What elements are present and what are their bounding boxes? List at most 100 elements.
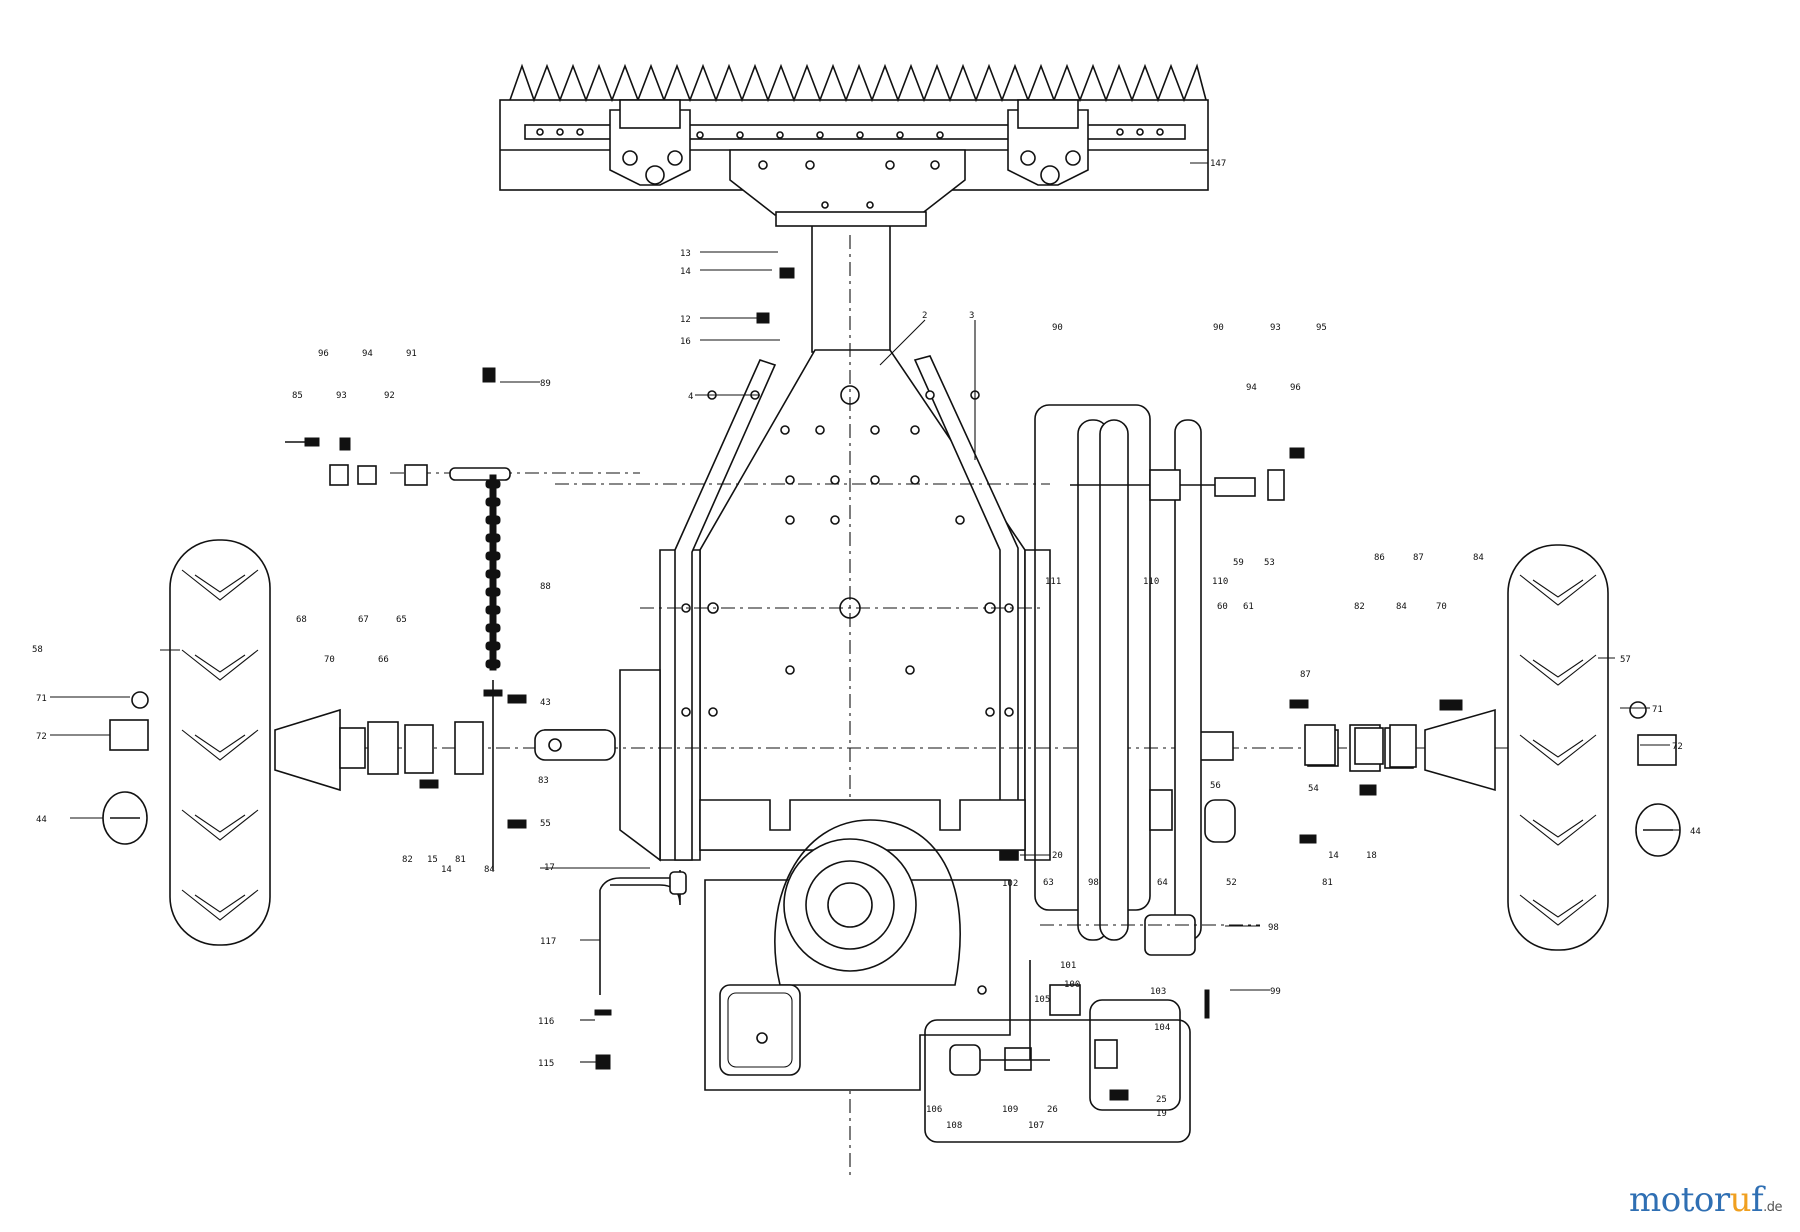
callout-84: 84: [1473, 553, 1484, 563]
callout-43: 43: [540, 698, 551, 708]
cutter-bar: [499, 63, 1209, 216]
callout-91: 91: [406, 349, 417, 359]
callout-117: 117: [540, 937, 556, 947]
callout-111: 111: [1045, 577, 1061, 587]
callout-71: 71: [1652, 705, 1663, 715]
callout-95: 95: [1316, 323, 1327, 333]
callout-110: 110: [1212, 577, 1228, 587]
callout-85: 85: [292, 391, 303, 401]
callout-107: 107: [1028, 1121, 1044, 1131]
callout-100: 100: [1064, 980, 1080, 990]
callout-15: 15: [427, 855, 438, 865]
callout-14: 14: [1328, 851, 1339, 861]
callout-93: 93: [336, 391, 347, 401]
callout-83: 83: [538, 776, 549, 786]
callout-71: 71: [36, 694, 47, 704]
callout-96: 96: [318, 349, 329, 359]
callout-55: 55: [540, 819, 551, 829]
callout-25: 25: [1156, 1095, 1167, 1105]
callout-106: 106: [926, 1105, 942, 1115]
callout-68: 68: [296, 615, 307, 625]
callout-14: 14: [680, 267, 691, 277]
callout-labels: 147 13 14 12 16 2 3 4 89 96 94 91 85 93 …: [32, 159, 1701, 1131]
callout-70: 70: [1436, 602, 1447, 612]
frame-column: [775, 211, 927, 353]
callout-16: 16: [680, 337, 691, 347]
callout-63: 63: [1043, 878, 1054, 888]
watermark-brand-a: motor: [1629, 1180, 1730, 1220]
callout-90: 90: [1213, 323, 1224, 333]
hand-crank: [599, 870, 687, 995]
callout-116: 116: [538, 1017, 554, 1027]
watermark-brand-c: f: [1751, 1180, 1764, 1220]
callout-81: 81: [1322, 878, 1333, 888]
callout-52: 52: [1226, 878, 1237, 888]
callout-26: 26: [1047, 1105, 1058, 1115]
callout-115: 115: [538, 1059, 554, 1069]
callout-44: 44: [1690, 827, 1701, 837]
callout-105: 105: [1034, 995, 1050, 1005]
callout-98: 98: [1088, 878, 1099, 888]
belt-drive: [1034, 404, 1417, 1111]
callout-87: 87: [1413, 553, 1424, 563]
callout-3: 3: [969, 311, 974, 321]
engine: [704, 819, 1011, 1091]
callout-20: 20: [1052, 851, 1063, 861]
callout-2: 2: [922, 311, 927, 321]
watermark-logo: motoruf.de: [1629, 1180, 1782, 1220]
callout-103: 103: [1150, 987, 1166, 997]
callout-87: 87: [1300, 670, 1311, 680]
callout-61: 61: [1243, 602, 1254, 612]
callout-44: 44: [36, 815, 47, 825]
callout-86: 86: [1374, 553, 1385, 563]
callout-94: 94: [1246, 383, 1257, 393]
callout-65: 65: [396, 615, 407, 625]
callout-57: 57: [1620, 655, 1631, 665]
callout-102: 102: [1002, 879, 1018, 889]
left-wheel: [102, 539, 611, 946]
callout-54: 54: [1308, 784, 1319, 794]
callout-56: 56: [1210, 781, 1221, 791]
callout-99: 99: [1270, 987, 1281, 997]
leader-lines: [50, 162, 1680, 1063]
callout-59: 59: [1233, 558, 1244, 568]
callout-17: 17: [544, 863, 555, 873]
callout-82: 82: [1354, 602, 1365, 612]
main-frame: [280, 235, 1540, 1180]
callout-60: 60: [1217, 602, 1228, 612]
callout-84: 84: [484, 865, 495, 875]
callout-94: 94: [362, 349, 373, 359]
drive-chain: [329, 464, 640, 870]
callout-88: 88: [540, 582, 551, 592]
callout-147: 147: [1210, 159, 1226, 169]
callout-90: 90: [1052, 323, 1063, 333]
callout-13: 13: [680, 249, 691, 259]
callout-67: 67: [358, 615, 369, 625]
callout-108: 108: [946, 1121, 962, 1131]
callout-98: 98: [1268, 923, 1279, 933]
callout-84: 84: [1396, 602, 1407, 612]
callout-4: 4: [688, 392, 693, 402]
watermark-tld: .de: [1763, 1200, 1782, 1215]
clutch-linkage: [924, 960, 1191, 1143]
callout-12: 12: [680, 315, 691, 325]
callout-72: 72: [1672, 742, 1683, 752]
callout-53: 53: [1264, 558, 1275, 568]
callout-66: 66: [378, 655, 389, 665]
callout-64: 64: [1157, 878, 1168, 888]
callout-92: 92: [384, 391, 395, 401]
callout-96: 96: [1290, 383, 1301, 393]
right-wheel: [1194, 544, 1681, 951]
callout-82: 82: [402, 855, 413, 865]
callout-58: 58: [32, 645, 43, 655]
fasteners: [285, 267, 1463, 1101]
callout-70: 70: [324, 655, 335, 665]
callout-104: 104: [1154, 1023, 1170, 1033]
callout-14: 14: [441, 865, 452, 875]
callout-109: 109: [1002, 1105, 1018, 1115]
watermark-brand-b: u: [1729, 1180, 1752, 1220]
callout-110: 110: [1143, 577, 1159, 587]
callout-93: 93: [1270, 323, 1281, 333]
